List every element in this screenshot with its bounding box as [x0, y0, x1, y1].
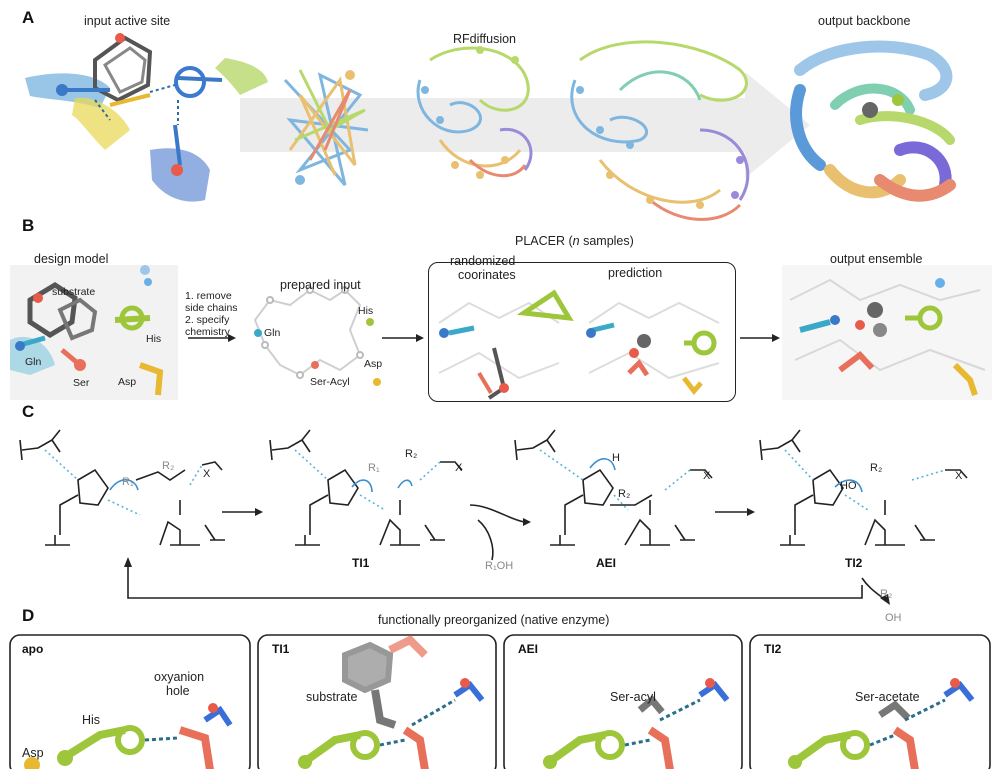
input-active-site-label: input active site — [84, 14, 171, 28]
r1-label-2: R₁ — [368, 462, 380, 474]
apo-molecule — [24, 703, 233, 769]
ti2-molecule — [787, 678, 975, 769]
prepared-input-label: prepared input — [280, 278, 361, 292]
panel-c-letter: C — [22, 402, 35, 421]
ser-acyl-d-label: Ser-acyl — [610, 690, 656, 704]
ti1-label: TI1 — [352, 556, 370, 570]
x-label-1: X — [203, 468, 211, 480]
oxyanion-label-2: hole — [166, 684, 190, 698]
x-label-4: X — [955, 470, 963, 482]
output-ensemble-image — [782, 265, 992, 400]
mechanism-scheme — [19, 429, 968, 605]
substrate-d-label: substrate — [306, 690, 358, 704]
ti1-molecule — [297, 635, 485, 769]
aei-label: AEI — [596, 556, 617, 570]
aei-box — [503, 634, 743, 769]
gln-prepared-label: Gln — [264, 327, 281, 339]
output-ensemble-label: output ensemble — [830, 252, 923, 266]
prepared-input-molecule — [253, 286, 364, 379]
design-model-label: design model — [34, 252, 109, 266]
panel-a-letter: A — [22, 8, 35, 27]
his-prepared-label: His — [358, 305, 374, 317]
substrate-label: substrate — [52, 286, 96, 298]
prediction-label: prediction — [608, 266, 663, 280]
panel-d-title: functionally preorganized (native enzyme… — [378, 613, 610, 627]
panel-d-letter: D — [22, 606, 35, 625]
ho-label-4: HO — [840, 480, 857, 492]
randomized-label-1: randomized — [450, 254, 516, 268]
step-1-label: 1. remove — [185, 290, 232, 302]
placer-title: PLACER (n samples) — [515, 234, 634, 248]
rfdiffusion-arrow — [240, 72, 810, 178]
ser-acetate-d-label: Ser-acetate — [855, 690, 920, 704]
r1-label-1: R₁ — [122, 476, 134, 488]
placer-box — [428, 262, 736, 402]
step-1b-label: side chains — [185, 302, 238, 314]
step-2-label: 2. specify — [185, 314, 230, 326]
r2-label-2: R₂ — [405, 448, 418, 460]
ti2-box-title: TI2 — [764, 642, 782, 656]
ti2-box — [749, 634, 991, 769]
hbonds-c — [44, 449, 946, 516]
diffusion-stage-2 — [416, 46, 533, 179]
placer-artwork — [438, 289, 720, 400]
h-label-3: H — [612, 452, 620, 464]
ti1-box-title: TI1 — [272, 642, 290, 656]
apo-box — [9, 634, 251, 769]
arrow-return — [127, 565, 863, 599]
r2-label-4: R₂ — [870, 462, 883, 474]
aei-box-title: AEI — [518, 642, 539, 656]
design-model-molecule — [10, 265, 164, 396]
output-backbone-label: output backbone — [818, 14, 911, 28]
asp-d-label: Asp — [22, 746, 44, 760]
x-label-3: X — [703, 470, 711, 482]
asp-label: Asp — [118, 376, 137, 388]
panel-b-letter: B — [22, 216, 35, 235]
output-backbone-ribbon — [790, 40, 956, 202]
gln-label: Gln — [25, 356, 42, 368]
r1oh-label: R₁OH — [485, 560, 514, 572]
step-2b-label: chemistry — [185, 326, 230, 338]
diffusion-stage-1 — [283, 69, 369, 186]
r2-label-3: R₂ — [618, 488, 631, 500]
randomized-label-2: coorinates — [458, 268, 516, 282]
x-label-2: X — [455, 462, 463, 474]
design-model-image — [10, 265, 178, 400]
arrow-c2 — [469, 504, 526, 523]
oxyanion-label-1: oxyanion — [154, 670, 205, 684]
rfdiffusion-label: RFdiffusion — [453, 32, 516, 46]
diffusion-stage-3 — [570, 40, 750, 221]
ser-label: Ser — [73, 377, 90, 389]
asp-prepared-label: Asp — [364, 358, 383, 370]
input-active-site-molecule — [25, 33, 268, 202]
output-ensemble-molecule — [789, 278, 986, 396]
electron-arrows — [109, 458, 863, 493]
apo-title: apo — [22, 642, 44, 656]
his-label: His — [146, 333, 162, 345]
acid-r2-label: R₂ — [880, 588, 893, 600]
ser-acyl-label: Ser-Acyl — [310, 376, 350, 388]
r2-label-1: R₂ — [162, 460, 175, 472]
aei-molecule — [542, 678, 730, 769]
ti2-label: TI2 — [845, 556, 863, 570]
acid-oh-label: OH — [885, 612, 902, 624]
his-d-label: His — [82, 713, 101, 727]
